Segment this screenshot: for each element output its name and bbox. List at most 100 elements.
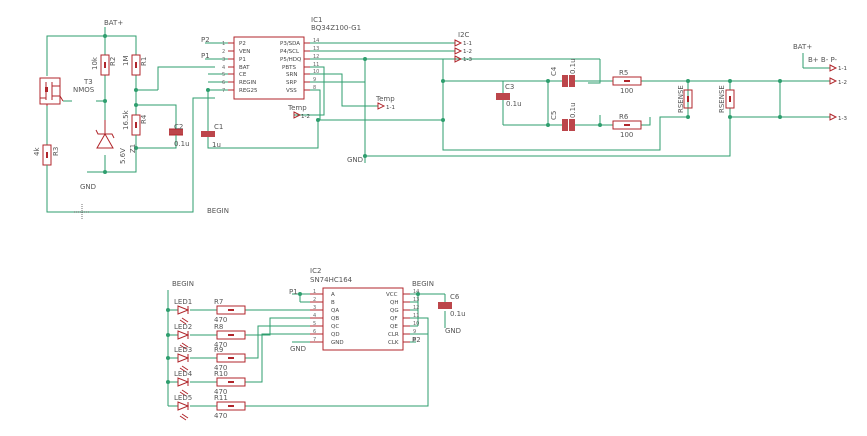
capacitor-c2 — [169, 122, 183, 142]
ic1-pin-num: 12 — [313, 54, 319, 60]
ic2-pin-name: QC — [331, 324, 339, 330]
c1-ref: C1 — [214, 123, 223, 131]
p2-label-bottom: P2 — [412, 336, 421, 344]
ic1-pin-num: 6 — [222, 80, 225, 86]
r11-value: 470 — [214, 412, 227, 420]
r3-ref: R3 — [52, 147, 60, 156]
r10-value: 470 — [214, 388, 227, 396]
ic1-pin-name: BAT — [239, 65, 250, 71]
batt-pin-1: 1-1 — [838, 66, 847, 72]
resistor-rsense-2 — [725, 89, 735, 109]
c5-value: 0.1u — [569, 102, 577, 118]
led2-ref: LED2 — [174, 323, 192, 331]
led1-ref: LED1 — [174, 298, 192, 306]
r5-value: 100 — [620, 87, 633, 95]
ic2-pin-num: 7 — [313, 337, 316, 343]
c4-value: 0.1u — [569, 58, 577, 74]
begin-label-top: BEGIN — [207, 207, 229, 215]
resistor-r8 — [216, 330, 246, 340]
ic1-pin-name: SRN — [286, 72, 297, 78]
ic1-body — [228, 36, 310, 100]
resistor-r11 — [216, 401, 246, 411]
cursor-crosshair-icon — [74, 204, 90, 220]
r3-value: 4k — [33, 147, 41, 156]
r8-value: 470 — [214, 341, 227, 349]
p1-label-top: P1 — [201, 52, 210, 60]
ic2-pin-num: 10 — [413, 321, 419, 327]
ic2-pin-name: QA — [331, 308, 339, 314]
p2-label-top: P2 — [201, 36, 210, 44]
ic2-pin-num: 6 — [313, 329, 316, 335]
gnd-label-ic2: GND — [290, 345, 306, 353]
c3-ref: C3 — [505, 83, 514, 91]
ic2-pin-name: GND — [331, 340, 344, 346]
ic2-pin-num: 1 — [313, 289, 316, 295]
temp-pin-a: 1-2 — [301, 114, 310, 120]
ic2-pin-name: QB — [331, 316, 339, 322]
temp-label-b: Temp — [375, 95, 395, 103]
temp-pin-b: 1-1 — [386, 105, 395, 111]
resistor-r6 — [612, 120, 642, 130]
ic2-ref: IC2 — [310, 267, 321, 275]
ic1-pin-name: P3/SDA — [280, 41, 300, 47]
r1-ref: R1 — [140, 57, 148, 66]
i2c-connector — [454, 39, 463, 63]
r2-ref: R2 — [109, 57, 117, 66]
ic1-pin-name: P2 — [239, 41, 246, 47]
led-2 — [177, 330, 190, 350]
resistor-r4 — [131, 114, 141, 136]
ic2-pin-name: CLK — [388, 340, 399, 346]
r9-ref: R9 — [214, 346, 223, 354]
transistor-t3 — [39, 77, 64, 106]
ic1-pin-name: CE — [239, 72, 247, 78]
ic1-pin-num: 11 — [313, 62, 319, 68]
junctions-top — [103, 34, 782, 174]
i2c-pin-1: 1-1 — [463, 41, 472, 47]
ic2-pin-name: QF — [390, 316, 398, 322]
bat-plus-label: BAT+ — [104, 19, 123, 27]
zener-z1 — [95, 120, 115, 149]
c3-value: 0.1u — [506, 100, 522, 108]
ic1-pin-num: 2 — [222, 49, 225, 55]
begin-label-ic2: BEGIN — [412, 280, 434, 288]
ic1-pin-name: P4/SCL — [280, 49, 300, 55]
ic2-pin-num: 4 — [313, 313, 316, 319]
temp-connector-a — [293, 111, 302, 119]
r9-value: 470 — [214, 364, 227, 372]
c6-ref: C6 — [450, 293, 460, 301]
ic1-part: BQ34Z100-G1 — [311, 24, 361, 32]
temp-label-a: Temp — [287, 104, 307, 112]
ic1-pin-num: 3 — [222, 57, 225, 63]
ic2-pins: 1 A 2 B 3 QA 4 QB 5 QC 6 QD 7 GND VCC 14… — [313, 289, 419, 346]
t3-type: NMOS — [73, 86, 95, 94]
wires-top — [46, 27, 830, 213]
t3-ref: T3 — [83, 78, 93, 86]
resistor-r9 — [216, 353, 246, 363]
ic2-pin-num: 9 — [413, 329, 416, 335]
ic1-pin-num: 9 — [313, 77, 316, 83]
r4-value: 16.5k — [122, 109, 130, 130]
ic2-pin-name: B — [331, 300, 335, 306]
i2c-label: I2C — [458, 31, 470, 39]
ic2-pin-name: QE — [390, 324, 398, 330]
led-3 — [177, 353, 190, 373]
battery-connector — [829, 64, 838, 121]
ic1-pin-name: SRP — [286, 80, 297, 86]
c1-value: 1u — [212, 141, 221, 149]
ic2-pin-name: CLR — [388, 332, 399, 338]
led-4 — [177, 377, 190, 397]
ic2-pin-num: 8 — [413, 337, 416, 343]
resistor-r3 — [42, 144, 52, 166]
ic2-part: SN74HC164 — [310, 276, 353, 284]
ic2-pin-num: 2 — [313, 297, 316, 303]
resistor-rsense-1 — [683, 89, 693, 109]
r1-value: 1M — [122, 56, 130, 67]
batt-pin-2: 1-2 — [838, 80, 847, 86]
p1-label-bottom: P1 — [289, 288, 298, 296]
ic2-pin-name: VCC — [386, 292, 398, 298]
r5-ref: R5 — [619, 69, 628, 77]
resistor-r10 — [216, 377, 246, 387]
capacitor-c3 — [496, 93, 510, 100]
capacitor-c5 — [562, 119, 575, 131]
